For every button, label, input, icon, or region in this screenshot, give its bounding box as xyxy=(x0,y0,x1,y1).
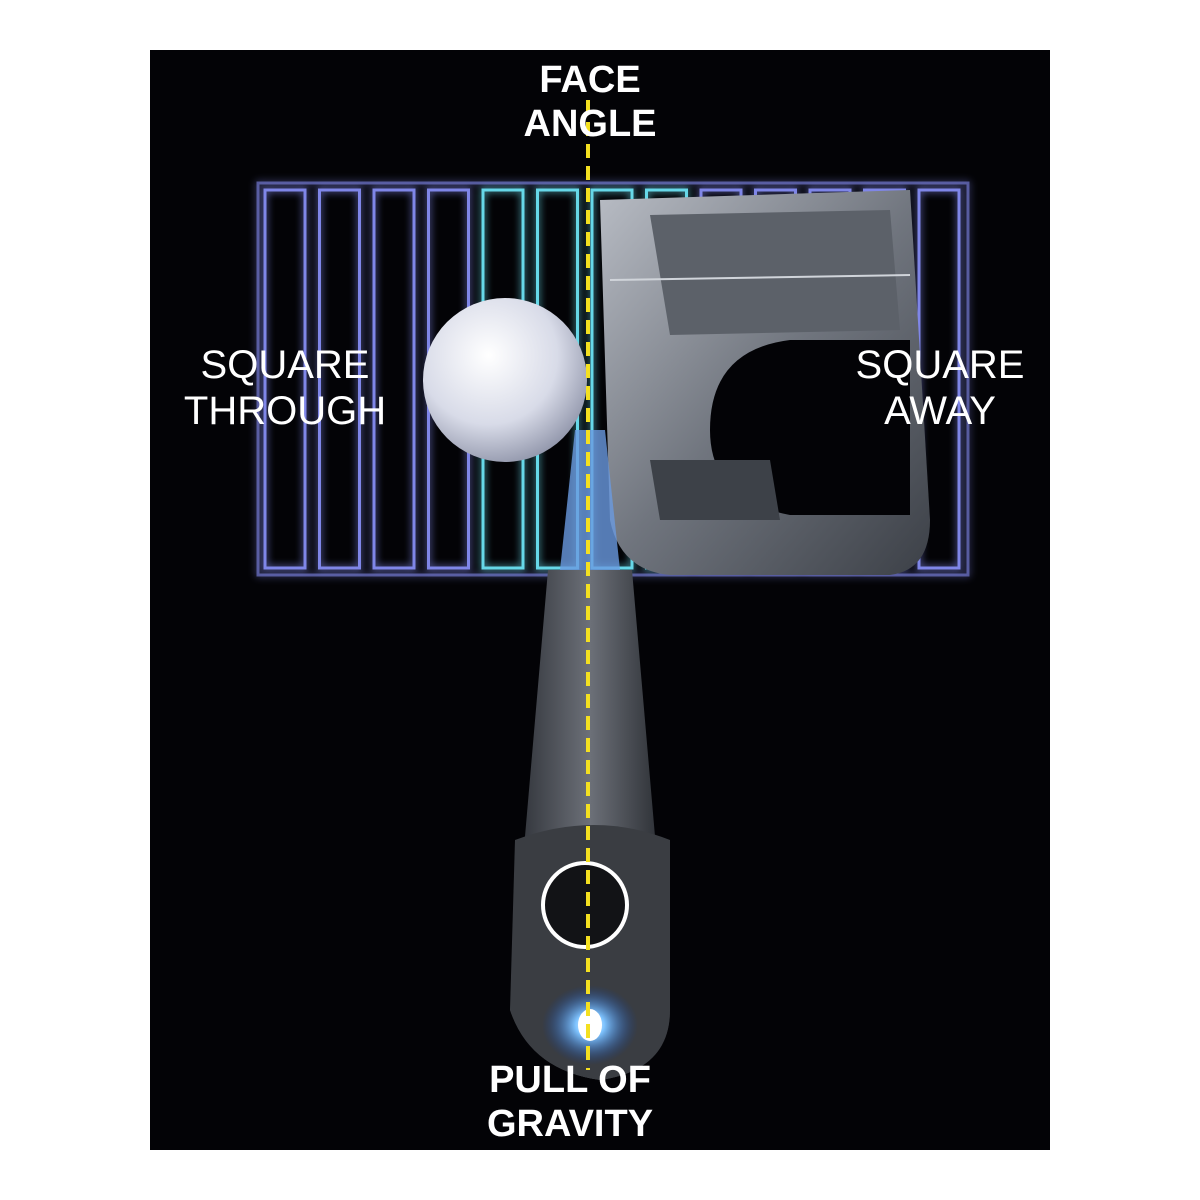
putter-head xyxy=(600,190,930,575)
label-line: SQUARE xyxy=(855,343,1025,387)
putter-grip xyxy=(510,570,670,1080)
pull-of-gravity-label: PULL OF GRAVITY xyxy=(450,1058,690,1146)
square-away-label: SQUARE AWAY xyxy=(830,342,1050,434)
label-line: ANGLE xyxy=(523,103,657,145)
grid-bar xyxy=(372,188,416,570)
label-line: FACE xyxy=(539,59,641,101)
label-line: GRAVITY xyxy=(486,1103,654,1145)
label-line: SQUARE xyxy=(200,343,370,387)
putter-illustration xyxy=(256,100,970,1080)
square-through-label: SQUARE THROUGH xyxy=(150,342,420,434)
grid-bar xyxy=(263,188,307,570)
label-line: AWAY xyxy=(884,389,996,433)
golf-ball xyxy=(423,298,587,462)
diagram-panel: FACE ANGLE SQUARE THROUGH SQUARE AWAY PU… xyxy=(150,50,1050,1150)
label-line: THROUGH xyxy=(183,389,387,433)
label-line: PULL OF xyxy=(489,1059,651,1101)
face-angle-label: FACE ANGLE xyxy=(480,58,700,146)
grid-bar xyxy=(318,188,361,570)
